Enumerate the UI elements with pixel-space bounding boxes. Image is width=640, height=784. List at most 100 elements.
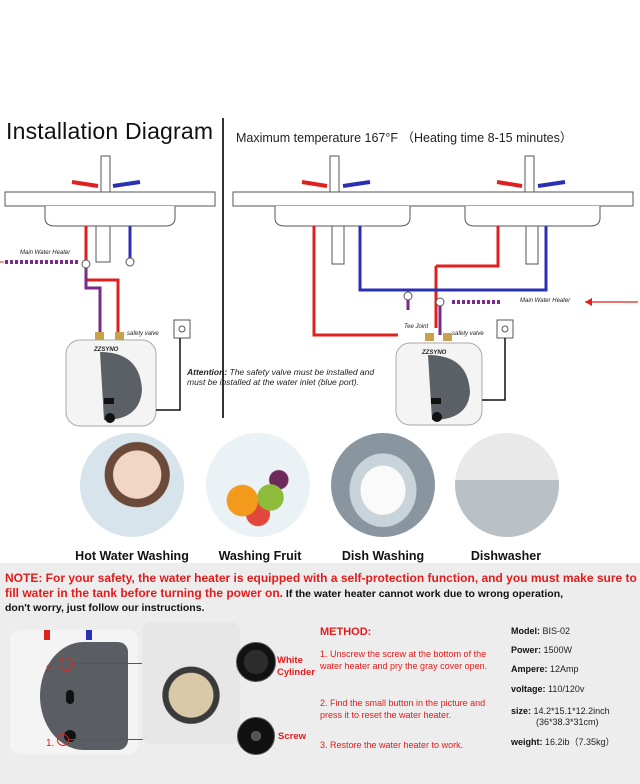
spec-model-value: BIS-02 (542, 626, 571, 636)
dishwasher-photo (455, 433, 559, 537)
heater-display-left (104, 398, 114, 404)
countertop-right (232, 191, 634, 207)
caption-washing-fruit: Washing Fruit (218, 549, 302, 563)
heater-photo-front-cover (40, 642, 128, 750)
marker-2-label: 2. (46, 664, 55, 675)
max-temperature-note: Maximum temperature 167°F （Heating time … (236, 131, 573, 145)
washing-fruit-photo (206, 433, 310, 537)
drain-right-1 (331, 225, 345, 265)
spec-model-label: Model: (511, 626, 540, 636)
power-cord-right (482, 338, 506, 401)
page-title: Installation Diagram (6, 118, 214, 144)
left-installation (4, 155, 216, 427)
sink-basin-right-2 (464, 206, 601, 227)
arrow-head-right (585, 298, 592, 306)
outlet-left (173, 319, 191, 339)
spec-size-metric: (36*38.3*31cm) (536, 717, 599, 727)
inlet-port-blue (86, 630, 92, 640)
inlet-pipe-left (84, 268, 102, 335)
faucet-right-1 (329, 155, 340, 193)
heater-knob-right (432, 412, 442, 422)
method-heading: METHOD: (320, 626, 372, 638)
method-step-3: 3. Restore the water heater to work. (320, 740, 464, 750)
power-cord-left (156, 338, 181, 411)
sink-basin-left (44, 206, 176, 227)
heater-brand-right: ZZSYNO (422, 350, 447, 356)
hot-handle-right-1 (301, 180, 328, 188)
method-step-1: 1. Unscrew the screw at the bottom of th… (320, 649, 488, 671)
faucet-right-2 (524, 155, 535, 193)
caption-dish-washing: Dish Washing (341, 549, 425, 563)
spec-size-label: size: (511, 706, 532, 716)
hot-handle-right-2 (496, 180, 523, 188)
hot-pipe-left (84, 226, 120, 335)
heater-knob-left (105, 413, 115, 423)
spec-weight: weight: 16.2ib（7.35kg） (511, 737, 615, 748)
safety-note-line2: don't worry, just follow our instruction… (5, 602, 205, 614)
method-step-2: 2. Find the small button in the picture … (320, 698, 486, 720)
cold-handle-left (112, 180, 141, 188)
spec-ampere-label: Ampere: (511, 664, 548, 674)
right-installation (232, 155, 638, 426)
safety-valve-label-left: safety valve (127, 331, 159, 337)
cold-pipes-right (358, 226, 548, 292)
marker-1-label: 1. (46, 738, 55, 749)
spec-power-label: Power: (511, 645, 542, 655)
cold-handle-right-2 (537, 180, 566, 188)
faucet-left (100, 155, 111, 193)
spec-ampere: Ampere: 12Amp (511, 664, 579, 675)
dish-washing-photo (331, 433, 435, 537)
inlet-valve-right (435, 297, 445, 307)
white-cylinder-label: White Cylinder (277, 655, 316, 678)
outlet-hole-right (501, 325, 509, 333)
main-water-heater-label-right: Main Water Heater (520, 298, 571, 304)
fitting-left-1 (95, 332, 104, 340)
spec-size: size: 14.2*15.1*12.2inch (511, 706, 610, 717)
spec-weight-value: 16.2ib（7.35kg） (545, 737, 615, 747)
spec-weight-label: weight: (511, 737, 543, 747)
outlet-hole-left (178, 325, 186, 333)
installation-diagram (0, 155, 638, 427)
spec-voltage-label: voltage: (511, 684, 546, 694)
tee-valve-right (403, 291, 413, 301)
fitting-right-1 (425, 333, 434, 341)
safety-valve-label-right: safety valve (452, 331, 484, 337)
drain-pipe-left (95, 225, 111, 263)
heater-display (66, 690, 74, 704)
spec-power-value: 1500W (543, 645, 573, 655)
hot-handle-left (71, 180, 99, 188)
countertop-left (4, 191, 216, 207)
screw-closeup (237, 717, 275, 755)
marker-1-circle (57, 734, 69, 746)
safety-note-red: NOTE: For your safety, the water heater … (5, 571, 637, 600)
spec-ampere-value: 12Amp (550, 664, 579, 674)
caption-dishwasher: Dishwasher (470, 549, 542, 563)
cold-handle-right-1 (342, 180, 371, 188)
heater-brand-left: ZZSYNO (94, 347, 119, 353)
spec-size-value: 14.2*15.1*12.2inch (533, 706, 610, 716)
attention-text: The safety valve must be installed and m… (187, 367, 375, 387)
sink-basin-right-1 (274, 206, 411, 227)
safety-note: NOTE: For your safety, the water heater … (5, 571, 637, 602)
spec-voltage: voltage: 110/120v (511, 684, 584, 695)
outlet-right (496, 319, 514, 339)
inlet-valve-left (81, 259, 91, 269)
fitting-left-2 (115, 332, 124, 340)
heater-internal-photo (142, 622, 240, 744)
spec-model: Model: BIS-02 (511, 626, 570, 637)
tee-joint-label: Tee Joint (404, 324, 429, 330)
attention-note: Attention: The safety valve must be inst… (187, 367, 387, 387)
fitting-right-2 (443, 333, 452, 341)
inlet-port-red (44, 630, 50, 640)
inlet-pipe-right (406, 300, 442, 335)
drain-right-2 (525, 225, 539, 265)
cold-valve-left (125, 257, 135, 267)
spec-voltage-value: 110/120v (548, 684, 585, 694)
screw-label: Screw (278, 731, 306, 742)
marker-2-circle (59, 657, 73, 671)
hot-pipes-right (312, 226, 500, 337)
safety-note-black: If the water heater cannot work due to w… (283, 588, 564, 600)
spec-power: Power: 1500W (511, 645, 572, 656)
main-water-heater-label-left: Main Water Heater (20, 250, 71, 256)
title-divider (222, 118, 224, 418)
